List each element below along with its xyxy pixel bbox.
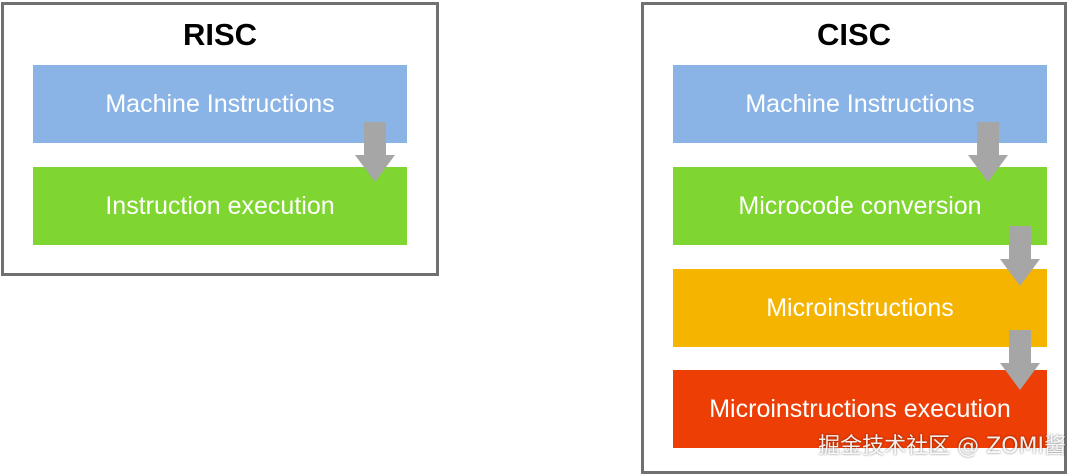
down-arrow-icon [968, 122, 1008, 182]
risc-step-instruction-execution: Instruction execution [33, 167, 407, 245]
cisc-step-microinstructions: Microinstructions [673, 269, 1047, 347]
risc-step-machine-instructions: Machine Instructions [33, 65, 407, 143]
watermark-text: 掘金技术社区 @ ZOMI酱 [818, 434, 1066, 459]
cisc-step-microinstructions-execution: Microinstructions execution [673, 370, 1047, 448]
down-arrow-icon [1000, 226, 1040, 286]
cisc-title: CISC [816, 17, 892, 52]
risc-title: RISC [182, 17, 258, 52]
down-arrow-icon [355, 122, 395, 182]
down-arrow-icon [1000, 330, 1040, 390]
cisc-step-microcode-conversion: Microcode conversion [673, 167, 1047, 245]
